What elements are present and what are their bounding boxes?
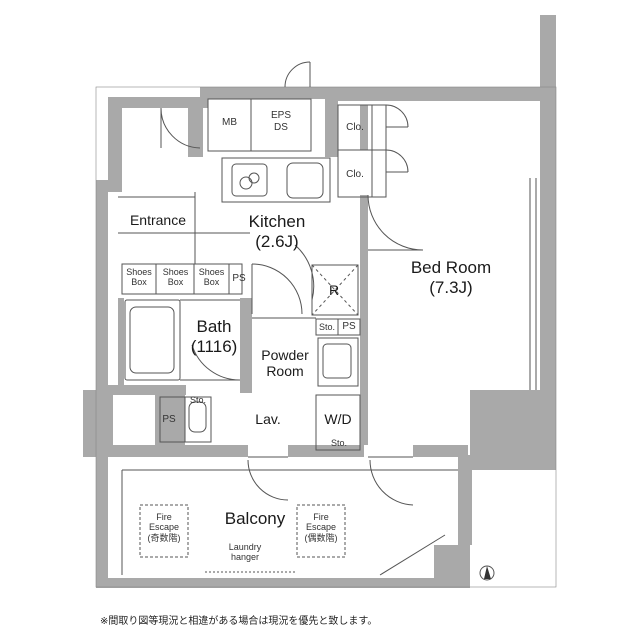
bed-room-label: Bed Room(7.3J)	[410, 258, 492, 297]
storage-label-lav: Sto.	[189, 395, 206, 405]
closet-label-1: Clo.	[346, 122, 364, 133]
closet-label-2: Clo.	[346, 169, 364, 180]
ps-label-top: PS	[232, 273, 246, 284]
ps-label-mid: PS	[342, 321, 356, 332]
storage-label-wd: Sto.	[330, 438, 347, 448]
north-compass-icon	[479, 565, 495, 581]
interior-lines	[95, 86, 557, 588]
storage-label-top: Sto.	[318, 322, 335, 332]
refrigerator-label: R	[328, 282, 340, 298]
ps-label-left: PS	[162, 414, 176, 425]
kitchen-label: Kitchen(2.6J)	[248, 212, 306, 251]
lavatory-label: Lav.	[255, 411, 281, 427]
bath-label: Bath(1116)	[190, 317, 238, 356]
door-swings	[160, 61, 424, 506]
washer-dryer-label: W/D	[324, 411, 352, 427]
fire-escape-odd-label: Fire Escape (奇数階)	[147, 512, 181, 543]
fire-escape-even-label: Fire Escape (偶数階)	[304, 512, 338, 543]
balcony-label: Balcony	[224, 509, 286, 528]
footnote: ※間取り図等現況と相違がある場合は現況を優先と致します。	[100, 616, 378, 627]
mb-label: MB	[222, 117, 237, 128]
entrance-label: Entrance	[129, 212, 187, 228]
walls	[83, 15, 556, 588]
laundry-hanger-label: Laundry hanger	[228, 542, 262, 563]
